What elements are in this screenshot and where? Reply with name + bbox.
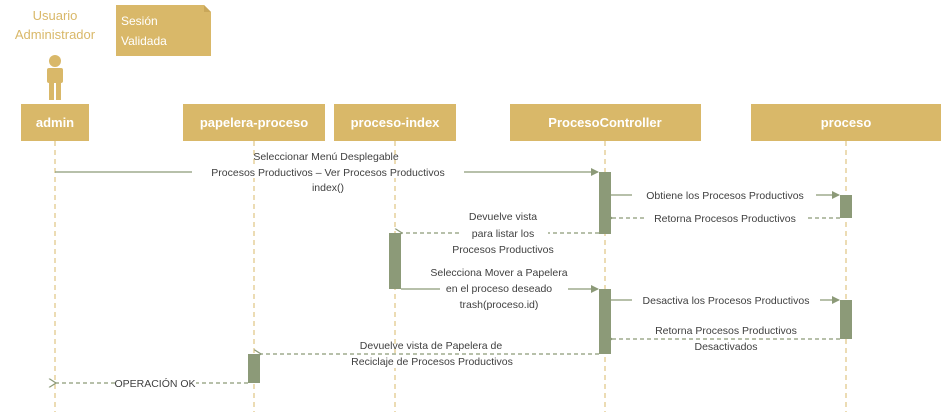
message-m3: Retorna Procesos Productivos (654, 213, 796, 225)
activation-controller-2 (599, 289, 611, 354)
actor-person-icon (47, 55, 63, 100)
svg-text:ProcesoController: ProcesoController (548, 115, 661, 130)
note-line1: Sesión (121, 14, 158, 28)
message-m4-line2: para listar los (472, 228, 534, 240)
lifeline-header-proceso-index: proceso-index (334, 104, 456, 141)
message-labels: Seleccionar Menú Desplegable Procesos Pr… (114, 151, 820, 390)
message-m5-line1: Selecciona Mover a Papelera (430, 267, 567, 279)
message-m1-line1: Seleccionar Menú Desplegable (253, 151, 398, 163)
activation-papelera (248, 354, 260, 383)
lifeline-header-proceso-controller: ProcesoController (510, 104, 701, 141)
message-m7-line2: Desactivados (694, 341, 757, 353)
lifeline-header-papelera-proceso: papelera-proceso (183, 104, 325, 141)
activation-index (389, 233, 401, 289)
note-sesion-validada: Sesión Validada (116, 5, 211, 56)
message-m5-line3: trash(proceso.id) (460, 299, 539, 311)
actor-usuario-administrador: Usuario Administrador (15, 8, 96, 100)
lifeline-header-admin: admin (21, 104, 89, 141)
message-m8-line1: Devuelve vista de Papelera de (360, 340, 503, 352)
message-m4-line3: Procesos Productivos (452, 244, 554, 256)
actor-label-line1: Usuario (33, 8, 78, 23)
lifeline-header-proceso: proceso (751, 104, 941, 141)
message-m1-line2: Procesos Productivos – Ver Procesos Prod… (211, 167, 444, 179)
svg-text:proceso-index: proceso-index (351, 115, 441, 130)
actor-label-line2: Administrador (15, 27, 96, 42)
activation-proceso-1 (840, 195, 852, 218)
svg-text:proceso: proceso (821, 115, 872, 130)
message-m5-line2: en el proceso deseado (446, 283, 552, 295)
svg-text:admin: admin (36, 115, 74, 130)
message-m7-line1: Retorna Procesos Productivos (655, 325, 797, 337)
message-m4-line1: Devuelve vista (469, 211, 537, 223)
svg-text:papelera-proceso: papelera-proceso (200, 115, 308, 130)
message-m1-line3: index() (312, 182, 344, 194)
message-m2: Obtiene los Procesos Productivos (646, 190, 804, 202)
message-m6: Desactiva los Procesos Productivos (643, 295, 810, 307)
activation-proceso-2 (840, 300, 852, 339)
message-m8-line2: Reciclaje de Procesos Productivos (351, 356, 513, 368)
message-m9: OPERACIÓN OK (114, 377, 195, 390)
activation-controller-1 (599, 172, 611, 234)
note-line2: Validada (121, 34, 167, 48)
